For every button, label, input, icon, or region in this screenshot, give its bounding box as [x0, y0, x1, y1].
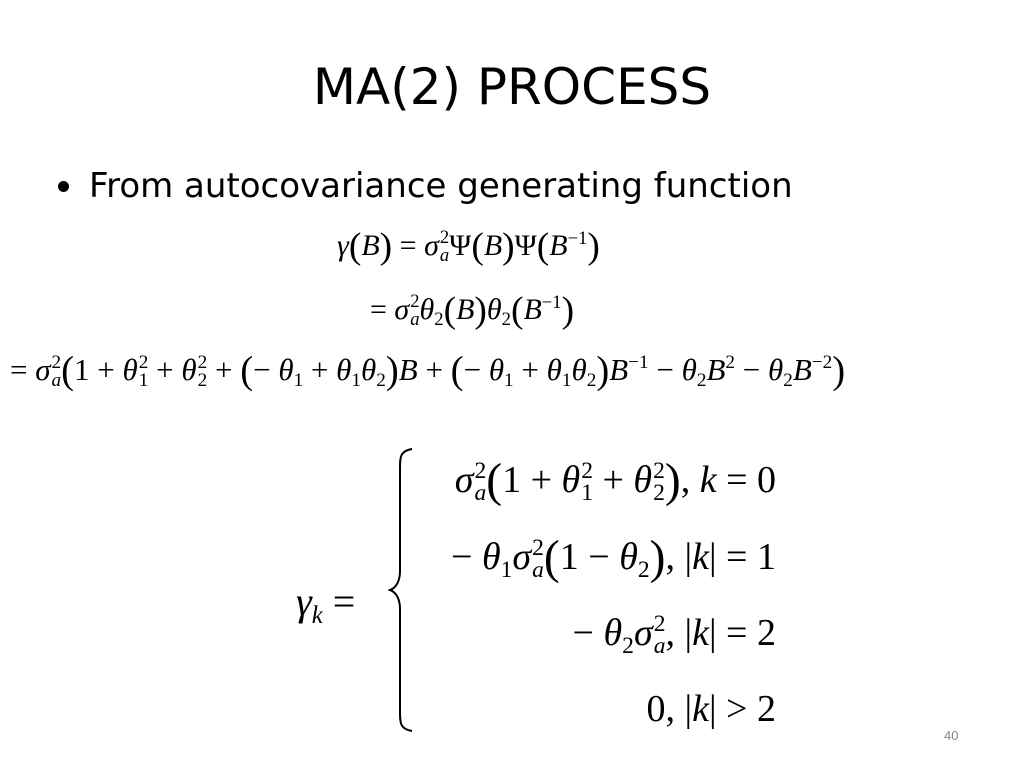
- page-number: 40: [944, 728, 959, 743]
- bullet-text: From autocovariance generating function: [89, 166, 793, 206]
- bullet-item: From autocovariance generating function: [58, 166, 793, 206]
- slide-title: MA(2) PROCESS: [312, 58, 712, 116]
- left-brace-icon: [388, 448, 413, 732]
- bullet-icon: [58, 180, 69, 192]
- gamma-k-lhs: γk =: [296, 579, 356, 629]
- gamma-case-k-gt-2: 0, |k| > 2: [646, 688, 776, 730]
